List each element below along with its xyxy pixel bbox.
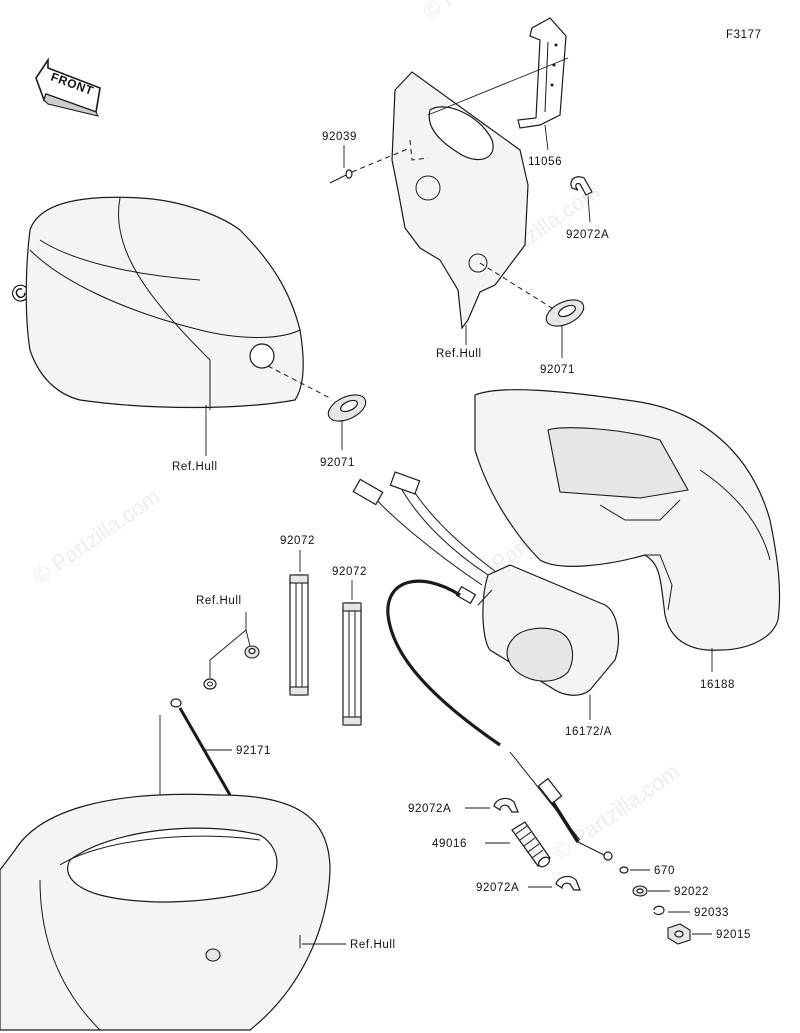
foam-16188 xyxy=(474,389,781,651)
callout-92072a-top: 92072A xyxy=(566,229,609,241)
grommet-92071-right xyxy=(479,262,585,327)
callout-92039: 92039 xyxy=(322,131,357,143)
washer-mid xyxy=(203,678,217,690)
callout-11056: 11056 xyxy=(528,156,562,168)
oring-670 xyxy=(619,866,629,874)
strap-92072-a xyxy=(289,574,309,696)
callout-49016: 49016 xyxy=(432,838,467,850)
watermark-text: © Partzilla.com xyxy=(419,0,555,24)
callout-refhull-top: Ref.Hull xyxy=(436,348,482,360)
clamp-92072a-low xyxy=(555,875,581,891)
callout-92072a-low: 92072A xyxy=(476,882,519,894)
figure-code: F3177 xyxy=(726,29,762,41)
callout-92015: 92015 xyxy=(716,929,751,941)
front-arrow-icon: FRONT xyxy=(35,57,101,117)
pin-92039 xyxy=(329,169,353,184)
callout-refhull-mid: Ref.Hull xyxy=(196,595,242,607)
nut-92015 xyxy=(667,923,691,945)
clamp-92072a-top xyxy=(570,176,593,196)
grommet-92071-left xyxy=(327,394,367,422)
callout-refhull-left: Ref.Hull xyxy=(172,461,218,473)
boot-49016 xyxy=(511,821,551,868)
callout-92071-left: 92071 xyxy=(320,457,355,469)
callout-92072-b: 92072 xyxy=(332,566,367,578)
callout-92071-right: 92071 xyxy=(540,364,575,376)
callout-92171: 92171 xyxy=(236,745,271,757)
callout-92022: 92022 xyxy=(674,886,709,898)
callout-92033: 92033 xyxy=(694,907,729,919)
washer-92022 xyxy=(632,885,648,897)
nut-mid xyxy=(244,645,260,659)
callout-refhull-bottom: Ref.Hull xyxy=(350,939,396,951)
hull-panel-left xyxy=(25,196,331,410)
watermark-text: © Partzilla.com xyxy=(549,759,685,865)
callout-16172a: 16172/A xyxy=(565,726,612,738)
hull-bottom xyxy=(0,793,331,1031)
callout-92072a-mid: 92072A xyxy=(408,803,451,815)
actuator-16172a xyxy=(352,471,620,696)
bracket-11056 xyxy=(517,17,567,129)
callout-16188: 16188 xyxy=(700,679,735,691)
callout-92072-a: 92072 xyxy=(280,535,315,547)
hull-panel-top xyxy=(391,57,569,330)
strap-92072-b xyxy=(342,602,362,726)
lockwasher-92033 xyxy=(653,905,665,916)
clamp-92072a-mid xyxy=(493,797,519,813)
rod-92171 xyxy=(170,698,232,796)
callout-670: 670 xyxy=(654,865,675,877)
control-cable xyxy=(386,579,613,861)
watermark-text: © Partzilla.com xyxy=(29,484,165,590)
